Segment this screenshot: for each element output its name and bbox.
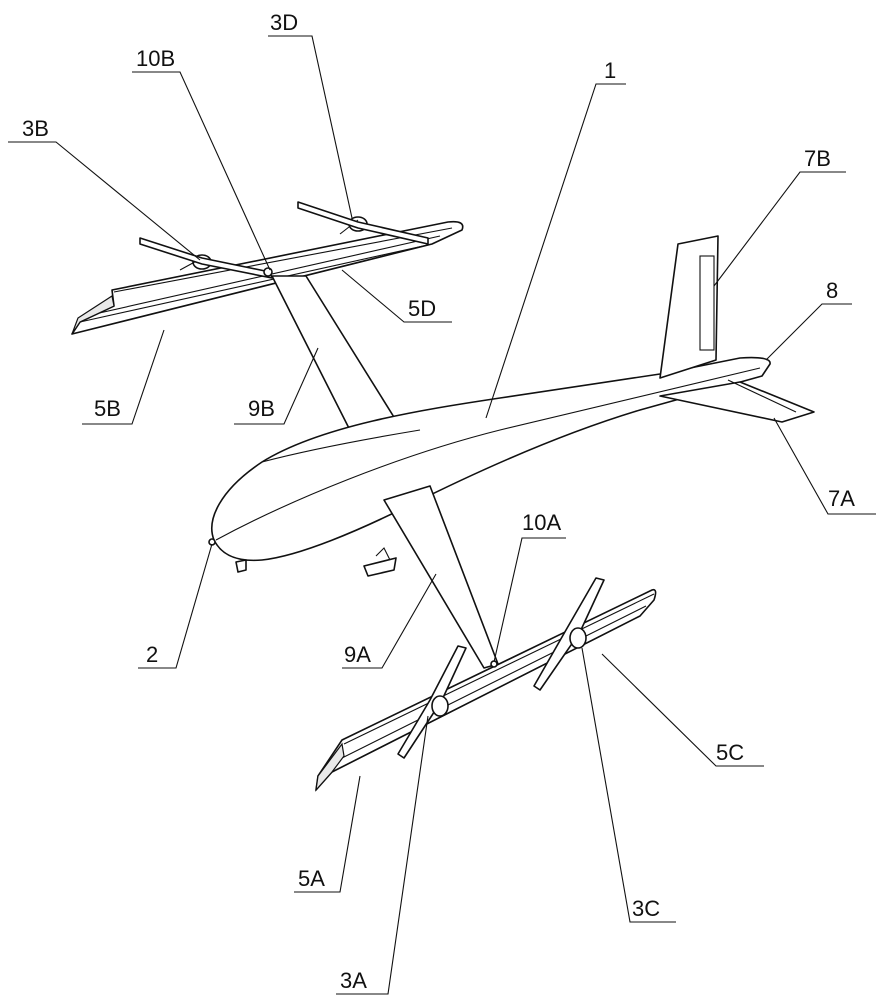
label-7A: 7A (828, 486, 855, 511)
label-1: 1 (604, 58, 616, 83)
label-3C: 3C (632, 896, 660, 921)
nacelle-3C (569, 627, 587, 649)
rear-wing-assembly (71, 201, 464, 335)
reference-labels: 3D 10B 3B 1 7B 8 5D 5B 9B 7A 10A 2 9A 5C… (22, 10, 855, 993)
leader-lines (8, 35, 876, 995)
propeller-3D (297, 201, 429, 245)
front-wing-assembly (315, 577, 657, 792)
fuselage-1 (208, 235, 815, 577)
propeller-3B (139, 237, 273, 279)
label-5D: 5D (408, 296, 436, 321)
label-5A: 5A (298, 866, 325, 891)
wing-5A-5C (315, 588, 657, 791)
hub-10B (263, 267, 273, 277)
pylon-9A (383, 485, 499, 669)
label-3D: 3D (270, 10, 298, 35)
label-5B: 5B (94, 396, 121, 421)
nacelle-3A (431, 695, 449, 717)
label-8: 8 (826, 278, 838, 303)
label-10A: 10A (522, 510, 561, 535)
label-10B: 10B (136, 46, 175, 71)
label-5C: 5C (716, 740, 744, 765)
label-3A: 3A (340, 968, 367, 993)
stabilizer-7A (659, 381, 815, 423)
label-9B: 9B (248, 396, 275, 421)
label-7B: 7B (804, 146, 831, 171)
vertical-tail-7B (659, 235, 719, 379)
label-9A: 9A (344, 642, 371, 667)
label-3B: 3B (22, 116, 49, 141)
label-2: 2 (146, 642, 158, 667)
skid (363, 557, 397, 577)
rudder-7B (699, 255, 715, 351)
